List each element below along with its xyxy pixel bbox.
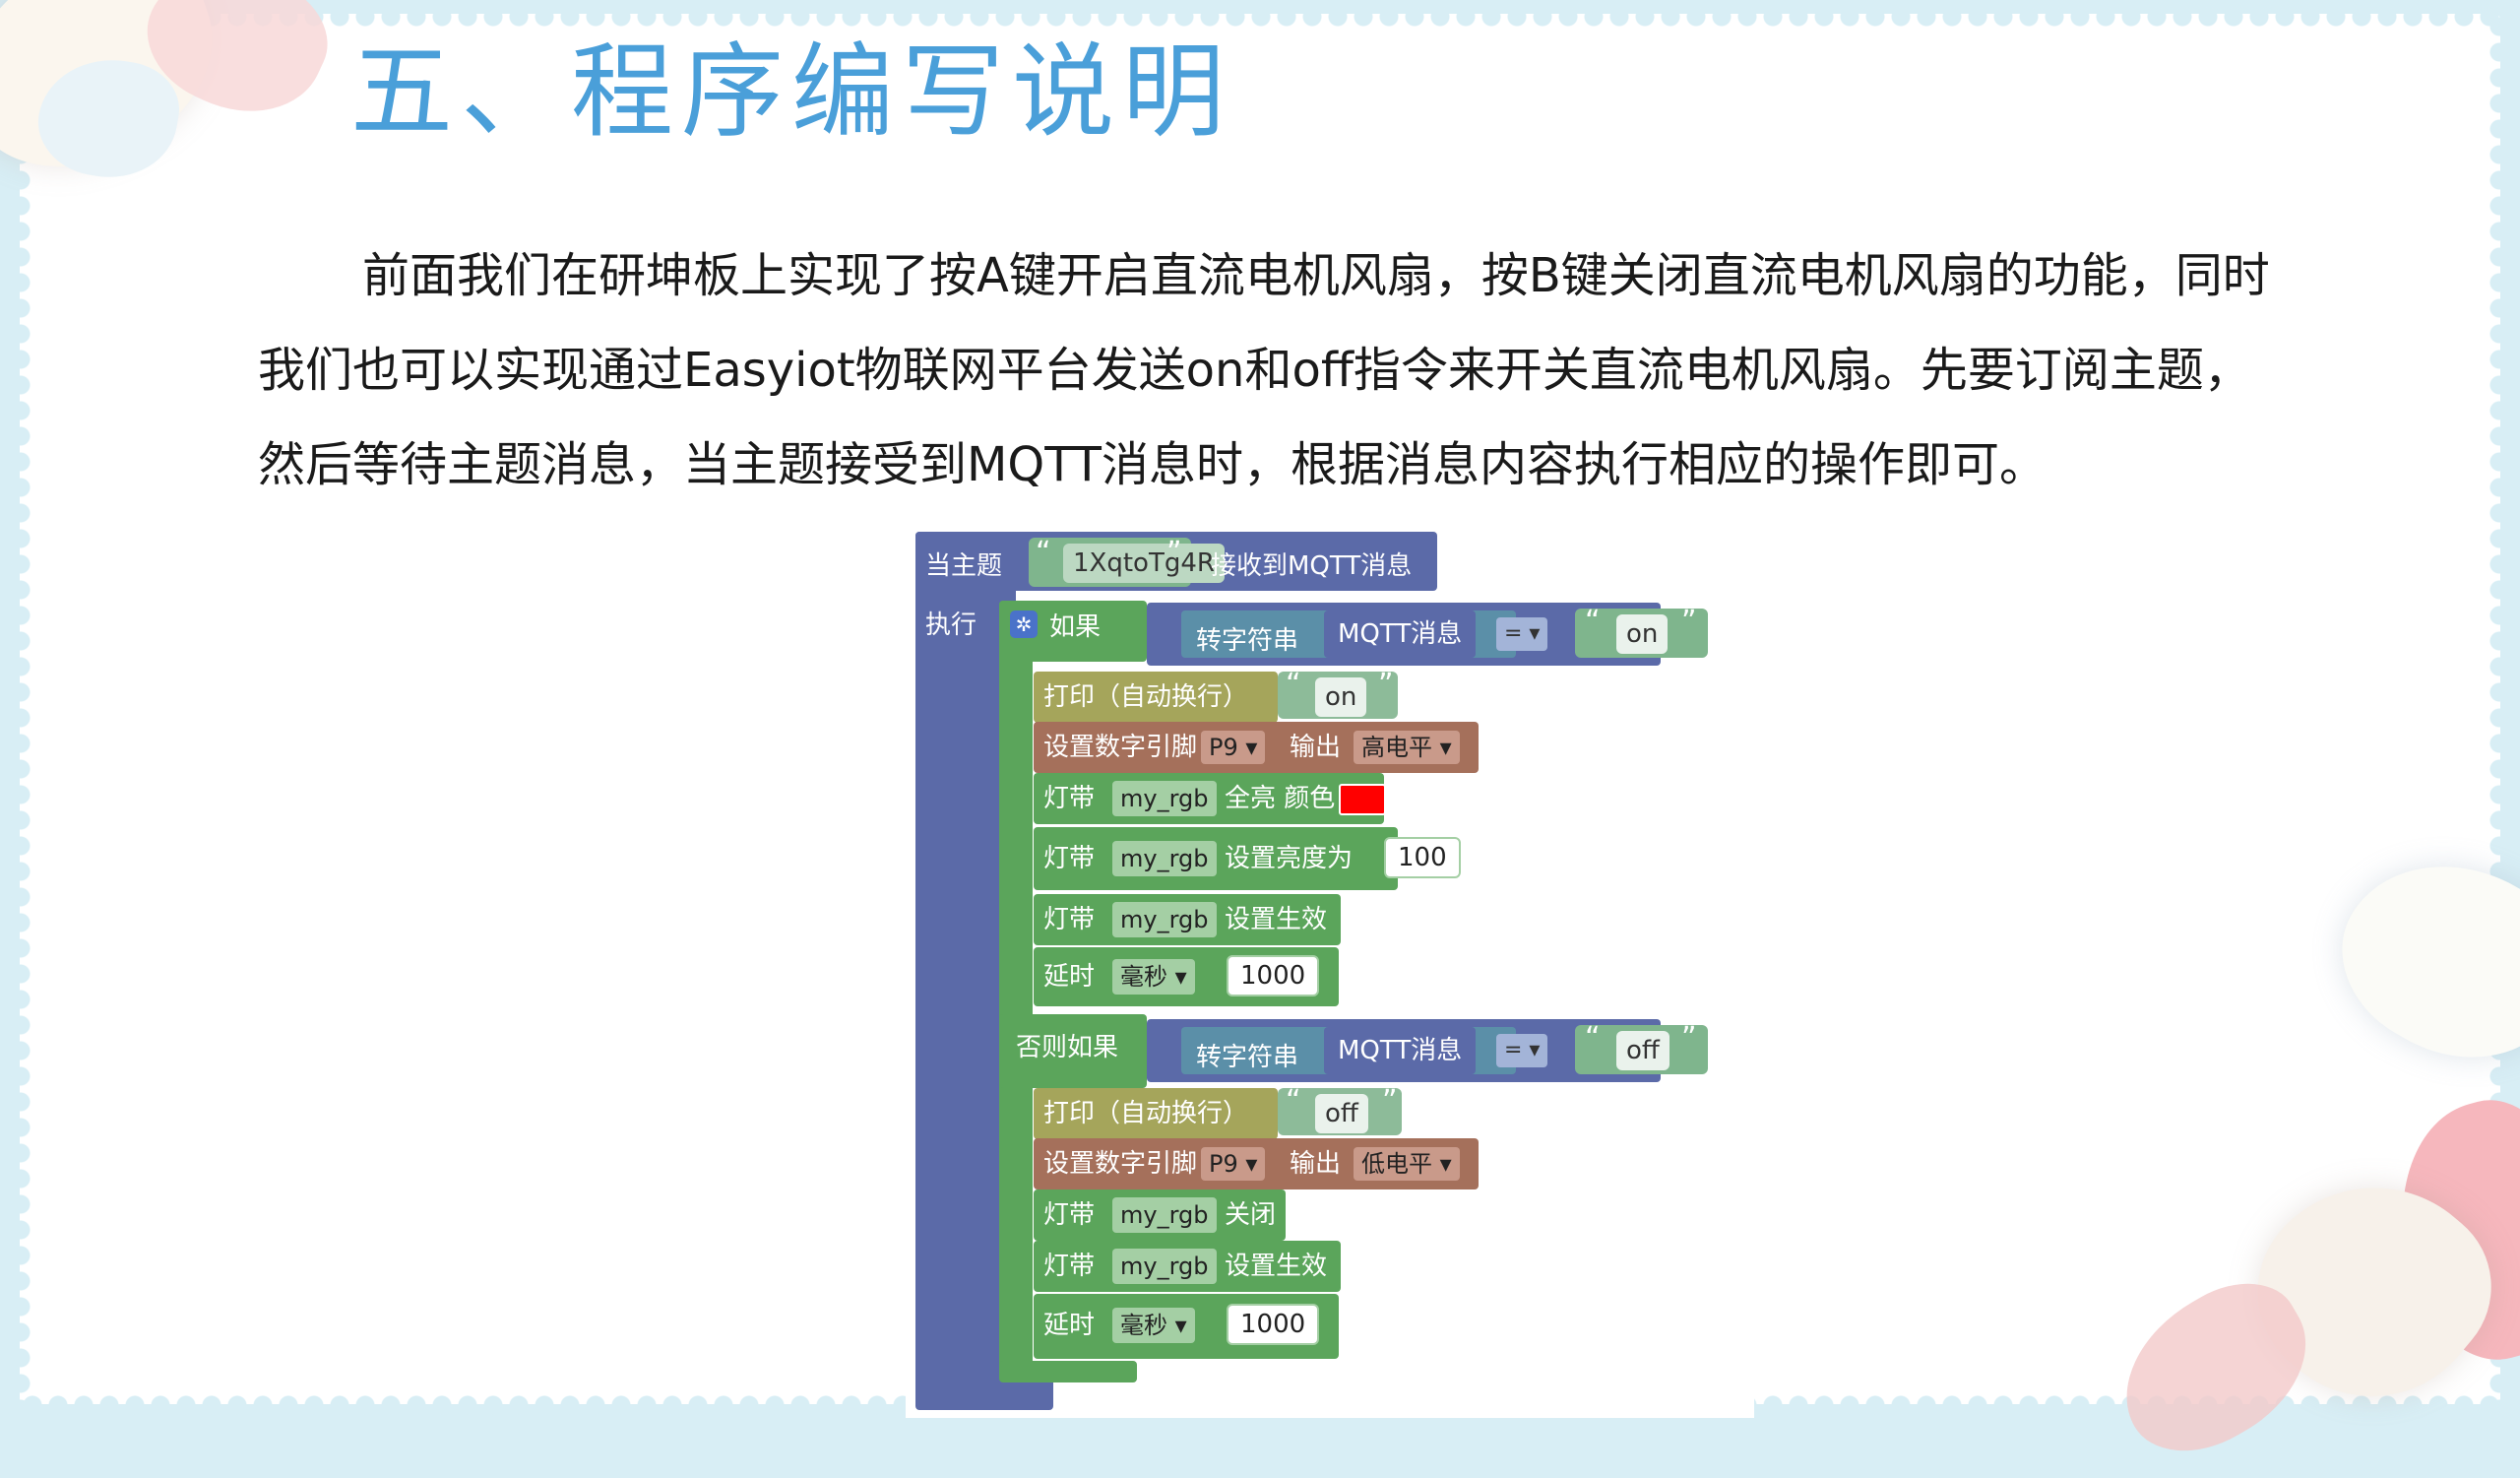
delay-unit-dropdown[interactable]: 毫秒 ▾: [1112, 1308, 1195, 1343]
print-label: 打印（自动换行）: [1043, 682, 1249, 712]
paragraph-line: 前面我们在研坤板上实现了按A键开启直流电机风扇，按B键关闭直流电机风扇的功能，同…: [362, 248, 2270, 303]
brightness-label: 设置亮度为: [1225, 844, 1354, 873]
mqtt-message-block[interactable]: MQTT消息: [1324, 610, 1477, 658]
open-quote: “: [1585, 605, 1601, 639]
close-quote: ”: [1382, 1084, 1398, 1119]
rgb-variable[interactable]: my_rgb: [1112, 841, 1217, 876]
open-quote: “: [1286, 668, 1301, 702]
slide-paragraph: 前面我们在研坤板上实现了按A键开启直流电机风扇，按B键关闭直流电机风扇的功能，同…: [258, 228, 2492, 512]
print-value[interactable]: on: [1315, 677, 1367, 717]
print-block[interactable]: [1034, 1088, 1278, 1139]
level-dropdown[interactable]: 低电平 ▾: [1354, 1147, 1460, 1181]
rgb-variable[interactable]: my_rgb: [1112, 902, 1217, 937]
slide-title: 五、程序编写说明: [350, 32, 1233, 152]
blockly-program-screenshot: 当主题 “ 1XqtoTg4R ” 接收到MQTT消息 执行 ✲ 如果 否则如果…: [906, 522, 1754, 1418]
print-block[interactable]: [1034, 672, 1278, 723]
rgb-variable[interactable]: my_rgb: [1112, 1249, 1217, 1284]
strip-label: 灯带: [1043, 905, 1096, 934]
hat-suffix-label: 接收到MQTT消息: [1211, 551, 1413, 581]
gear-icon[interactable]: ✲: [1010, 610, 1038, 638]
strip-label: 灯带: [1043, 1200, 1096, 1230]
apply-label: 设置生效: [1225, 1252, 1328, 1281]
operator-dropdown[interactable]: = ▾: [1496, 617, 1548, 651]
stamp-edge-top: [20, 4, 2500, 30]
apply-label: 设置生效: [1225, 905, 1328, 934]
output-label: 输出: [1290, 1149, 1342, 1179]
close-quote: ”: [1166, 536, 1182, 570]
exec-label: 执行: [925, 610, 977, 640]
rgb-variable[interactable]: my_rgb: [1112, 781, 1217, 816]
print-value[interactable]: off: [1315, 1094, 1368, 1133]
cond2-value[interactable]: off: [1616, 1031, 1670, 1070]
if-label: 如果: [1049, 612, 1102, 642]
open-quote: “: [1036, 536, 1051, 570]
level-dropdown[interactable]: 高电平 ▾: [1354, 731, 1460, 764]
elseif-label: 否则如果: [1016, 1033, 1119, 1062]
mqtt-message-block[interactable]: MQTT消息: [1324, 1027, 1477, 1074]
close-quote: ”: [1378, 668, 1394, 702]
close-quote: ”: [1681, 605, 1697, 639]
strip-label: 灯带: [1043, 1252, 1096, 1281]
paragraph-line: 我们也可以实现通过Easyiot物联网平台发送on和off指令来开关直流电机风扇…: [258, 343, 2251, 398]
stamp-edge-left: [8, 14, 33, 1404]
brightness-input[interactable]: 100: [1384, 837, 1461, 878]
topic-value[interactable]: 1XqtoTg4R: [1063, 544, 1225, 583]
to-string-label: 转字符串: [1196, 1043, 1299, 1072]
rgb-variable[interactable]: my_rgb: [1112, 1197, 1217, 1233]
cond1-value[interactable]: on: [1616, 614, 1669, 654]
strip-label: 灯带: [1043, 844, 1096, 873]
if-block-body: [999, 601, 1033, 1379]
elseif-bar: [999, 1014, 1147, 1088]
delay-label: 延时: [1043, 962, 1096, 992]
if-block-footer: [999, 1361, 1137, 1382]
open-quote: “: [1585, 1021, 1601, 1056]
off-label: 关闭: [1225, 1200, 1277, 1230]
strip-label: 灯带: [1043, 784, 1096, 813]
pin-dropdown[interactable]: P9 ▾: [1201, 731, 1266, 764]
delay-input[interactable]: 1000: [1227, 955, 1320, 996]
close-quote: ”: [1681, 1021, 1697, 1056]
paragraph-line: 然后等待主题消息，当主题接受到MQTT消息时，根据消息内容执行相应的操作即可。: [258, 437, 2047, 492]
output-label: 输出: [1290, 733, 1342, 762]
pin-label: 设置数字引脚: [1043, 733, 1198, 762]
all-on-label: 全亮 颜色: [1225, 784, 1336, 813]
hat-prefix-label: 当主题: [925, 551, 1003, 581]
operator-dropdown[interactable]: = ▾: [1496, 1034, 1548, 1067]
delay-label: 延时: [1043, 1311, 1096, 1340]
pin-dropdown[interactable]: P9 ▾: [1201, 1147, 1266, 1181]
delay-input[interactable]: 1000: [1227, 1304, 1320, 1345]
pin-label: 设置数字引脚: [1043, 1149, 1198, 1179]
open-quote: “: [1286, 1084, 1301, 1119]
print-label: 打印（自动换行）: [1043, 1099, 1249, 1128]
delay-unit-dropdown[interactable]: 毫秒 ▾: [1112, 959, 1195, 995]
color-swatch[interactable]: [1339, 784, 1386, 815]
to-string-label: 转字符串: [1196, 626, 1299, 656]
